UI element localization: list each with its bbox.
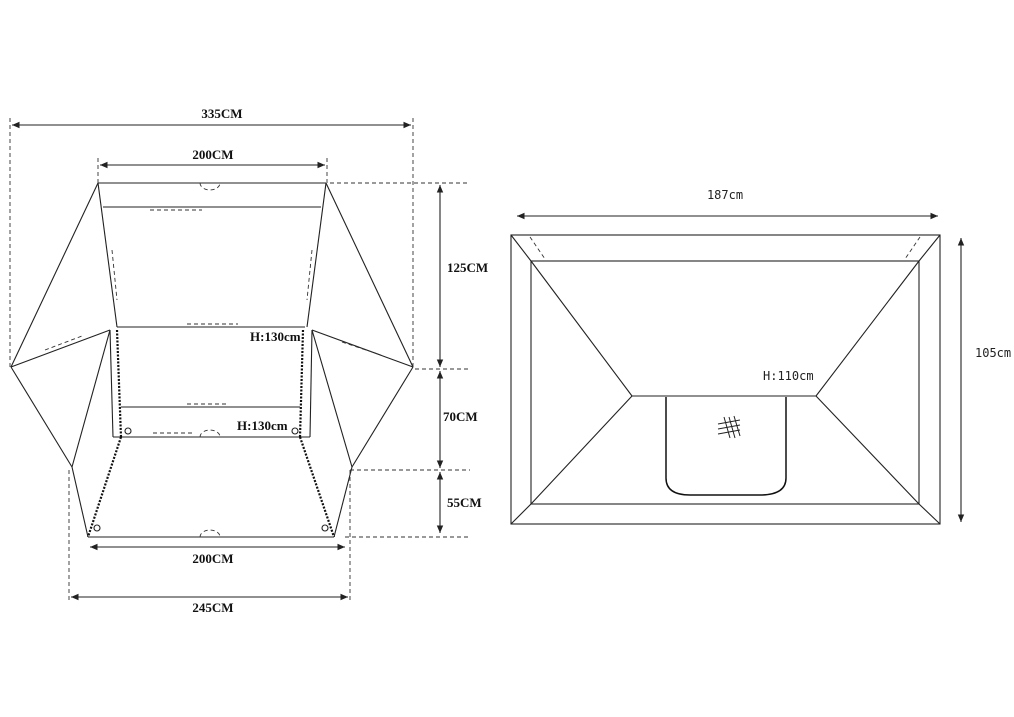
rear-depth-label: 125CM bbox=[447, 260, 488, 275]
rear-height-label: H:130cm bbox=[250, 329, 301, 344]
door-outline bbox=[665, 397, 787, 496]
tent-top-view bbox=[510, 234, 941, 525]
bottom-inner-width-label: 200CM bbox=[192, 551, 233, 566]
mesh-window-icon bbox=[717, 415, 741, 439]
middle-depth-label: 70CM bbox=[443, 409, 478, 424]
top-width-label: 200CM bbox=[192, 147, 233, 162]
front-depth-label: 55CM bbox=[447, 495, 482, 510]
open-tent-outline bbox=[10, 182, 414, 538]
front-height-label: H:130cm bbox=[237, 418, 288, 433]
top-view-width-label: 187cm bbox=[707, 188, 743, 202]
bottom-outer-width-label: 245CM bbox=[192, 600, 233, 615]
dimension-lines bbox=[9, 118, 470, 602]
total-width-label: 335CM bbox=[201, 106, 242, 121]
top-view-height-label: H:110cm bbox=[763, 369, 814, 383]
top-view-depth-label: 105cm bbox=[975, 346, 1011, 360]
